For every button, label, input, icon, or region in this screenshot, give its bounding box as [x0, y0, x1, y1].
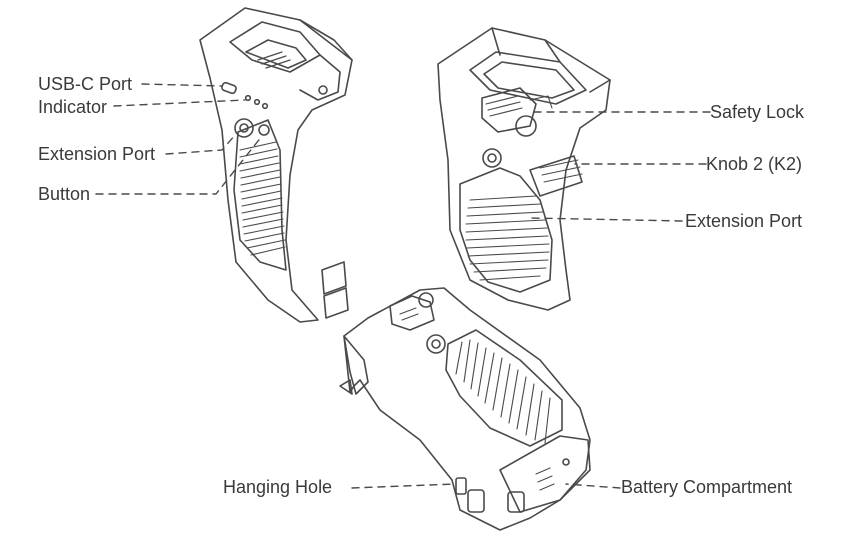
label-hanging-hole: Hanging Hole	[223, 477, 333, 497]
leader-usb-c-port	[141, 83, 223, 87]
label-battery-compartment: Battery Compartment	[621, 477, 793, 497]
leader-button	[95, 135, 263, 195]
label-knob-2: Knob 2 (K2)	[706, 154, 803, 174]
label-extension-port-right: Extension Port	[685, 211, 803, 231]
grip-back-view	[437, 27, 611, 311]
leader-extension-port-right	[527, 217, 683, 222]
leader-hanging-hole	[351, 483, 457, 489]
leader-indicator	[113, 99, 246, 107]
leader-battery-compartment	[565, 483, 621, 489]
label-indicator: Indicator	[38, 97, 108, 117]
label-button: Button	[38, 184, 91, 204]
label-usb-c-port: USB-C Port	[38, 74, 133, 94]
leader-extension-port-left	[165, 133, 237, 155]
grip-bottom-view	[339, 287, 591, 531]
grip-front-view	[199, 7, 353, 323]
label-extension-port-left: Extension Port	[38, 144, 156, 164]
leader-lines	[95, 83, 711, 489]
label-safety-lock: Safety Lock	[710, 102, 805, 122]
